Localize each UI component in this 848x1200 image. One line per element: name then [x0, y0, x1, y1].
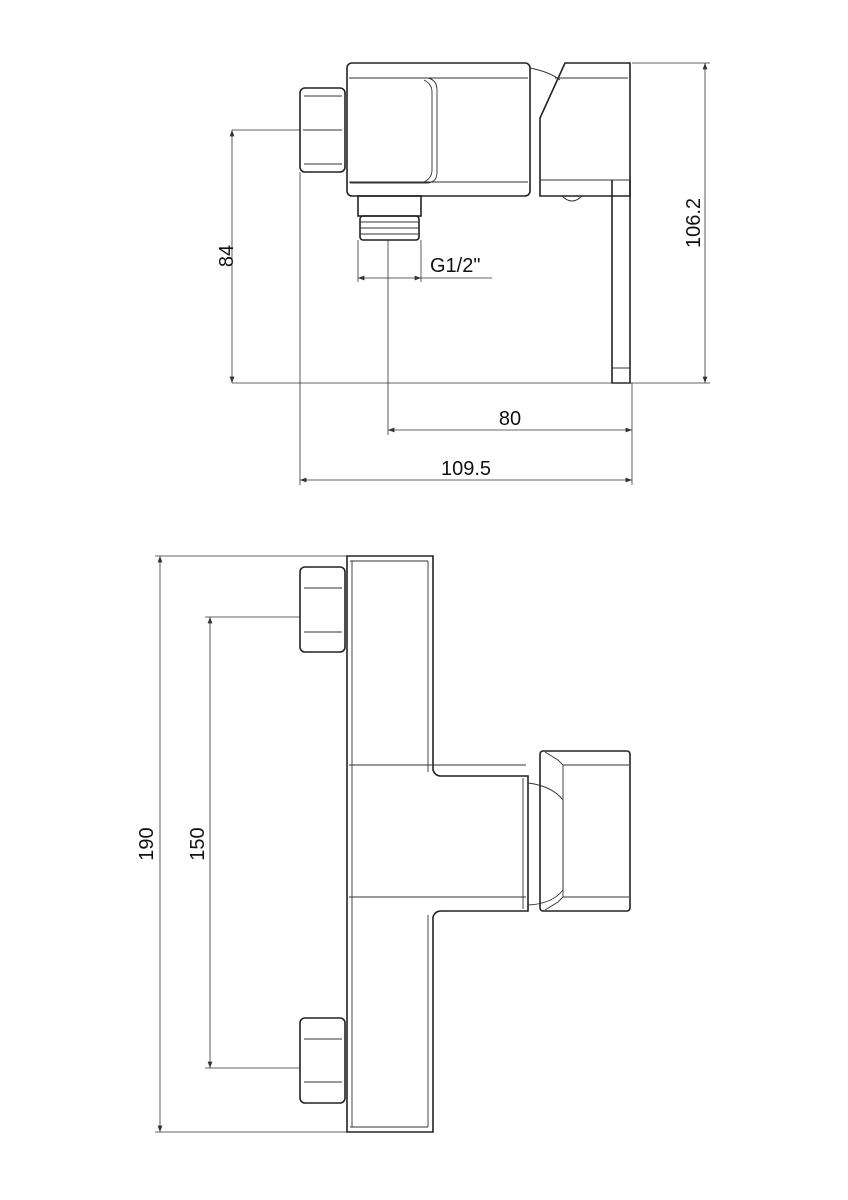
side-view: 84 106.2 G1/2" 80 109.5	[216, 62, 710, 485]
dimension-label: 109.5	[441, 458, 491, 480]
dimension-84: 84	[216, 129, 710, 384]
handle	[527, 750, 631, 912]
dimension-106-2: 106.2	[632, 62, 710, 383]
dimension-thread: G1/2"	[357, 240, 492, 282]
dimension-label: 80	[499, 408, 521, 430]
front-view: 190 150	[136, 555, 631, 1133]
outlet-thread	[357, 195, 422, 241]
wall-plate	[529, 62, 631, 384]
hex-nut	[299, 87, 346, 173]
hex-nut-top	[299, 566, 346, 653]
dimension-190: 190	[136, 555, 347, 1133]
valve-body	[346, 62, 531, 197]
dimension-label: 84	[216, 245, 238, 267]
mounting-plate	[346, 555, 529, 1133]
dimension-150: 150	[187, 616, 300, 1069]
hex-nut-bottom	[299, 1017, 346, 1104]
dimension-label: 150	[187, 827, 209, 860]
dimension-label: 190	[136, 827, 158, 860]
dimension-label: G1/2"	[430, 255, 480, 277]
dimension-80: 80	[387, 240, 633, 485]
dimension-109-5: 109.5	[299, 172, 632, 485]
dimension-label: 106.2	[683, 198, 705, 248]
